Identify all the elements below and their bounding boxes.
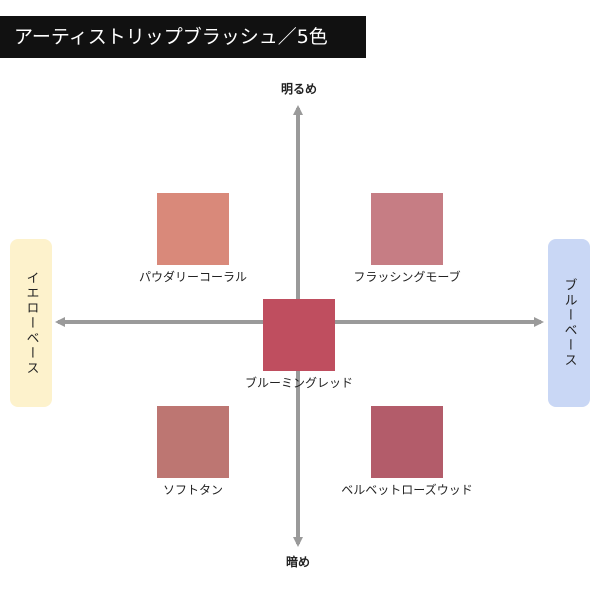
swatch-powdery-coral bbox=[157, 193, 229, 265]
axis-label-top: 明るめ bbox=[281, 82, 318, 96]
axis-label-left: イエローベース bbox=[23, 270, 39, 376]
page-title: アーティストリップブラッシュ／5色 bbox=[0, 16, 366, 58]
swatch-soft-tan bbox=[157, 406, 229, 478]
swatch-blooming-red bbox=[263, 299, 335, 371]
yellow-base-pill: イエローベース bbox=[10, 239, 52, 407]
axis-label-bottom: 暗め bbox=[286, 555, 311, 569]
blue-base-pill: ブルーベース bbox=[548, 239, 590, 407]
swatch-label-powdery-coral: パウダリーコーラル bbox=[138, 270, 247, 284]
swatch-flushing-mauve bbox=[371, 193, 443, 265]
swatch-label-velvet-rosewood: ベルベットローズウッド bbox=[341, 483, 473, 497]
swatch-label-flushing-mauve: フラッシングモーブ bbox=[353, 270, 461, 284]
swatch-label-soft-tan: ソフトタン bbox=[162, 483, 223, 497]
swatch-label-blooming-red: ブルーミングレッド bbox=[244, 376, 353, 390]
axis-label-right: ブルーベース bbox=[561, 278, 577, 368]
swatch-velvet-rosewood bbox=[371, 406, 443, 478]
